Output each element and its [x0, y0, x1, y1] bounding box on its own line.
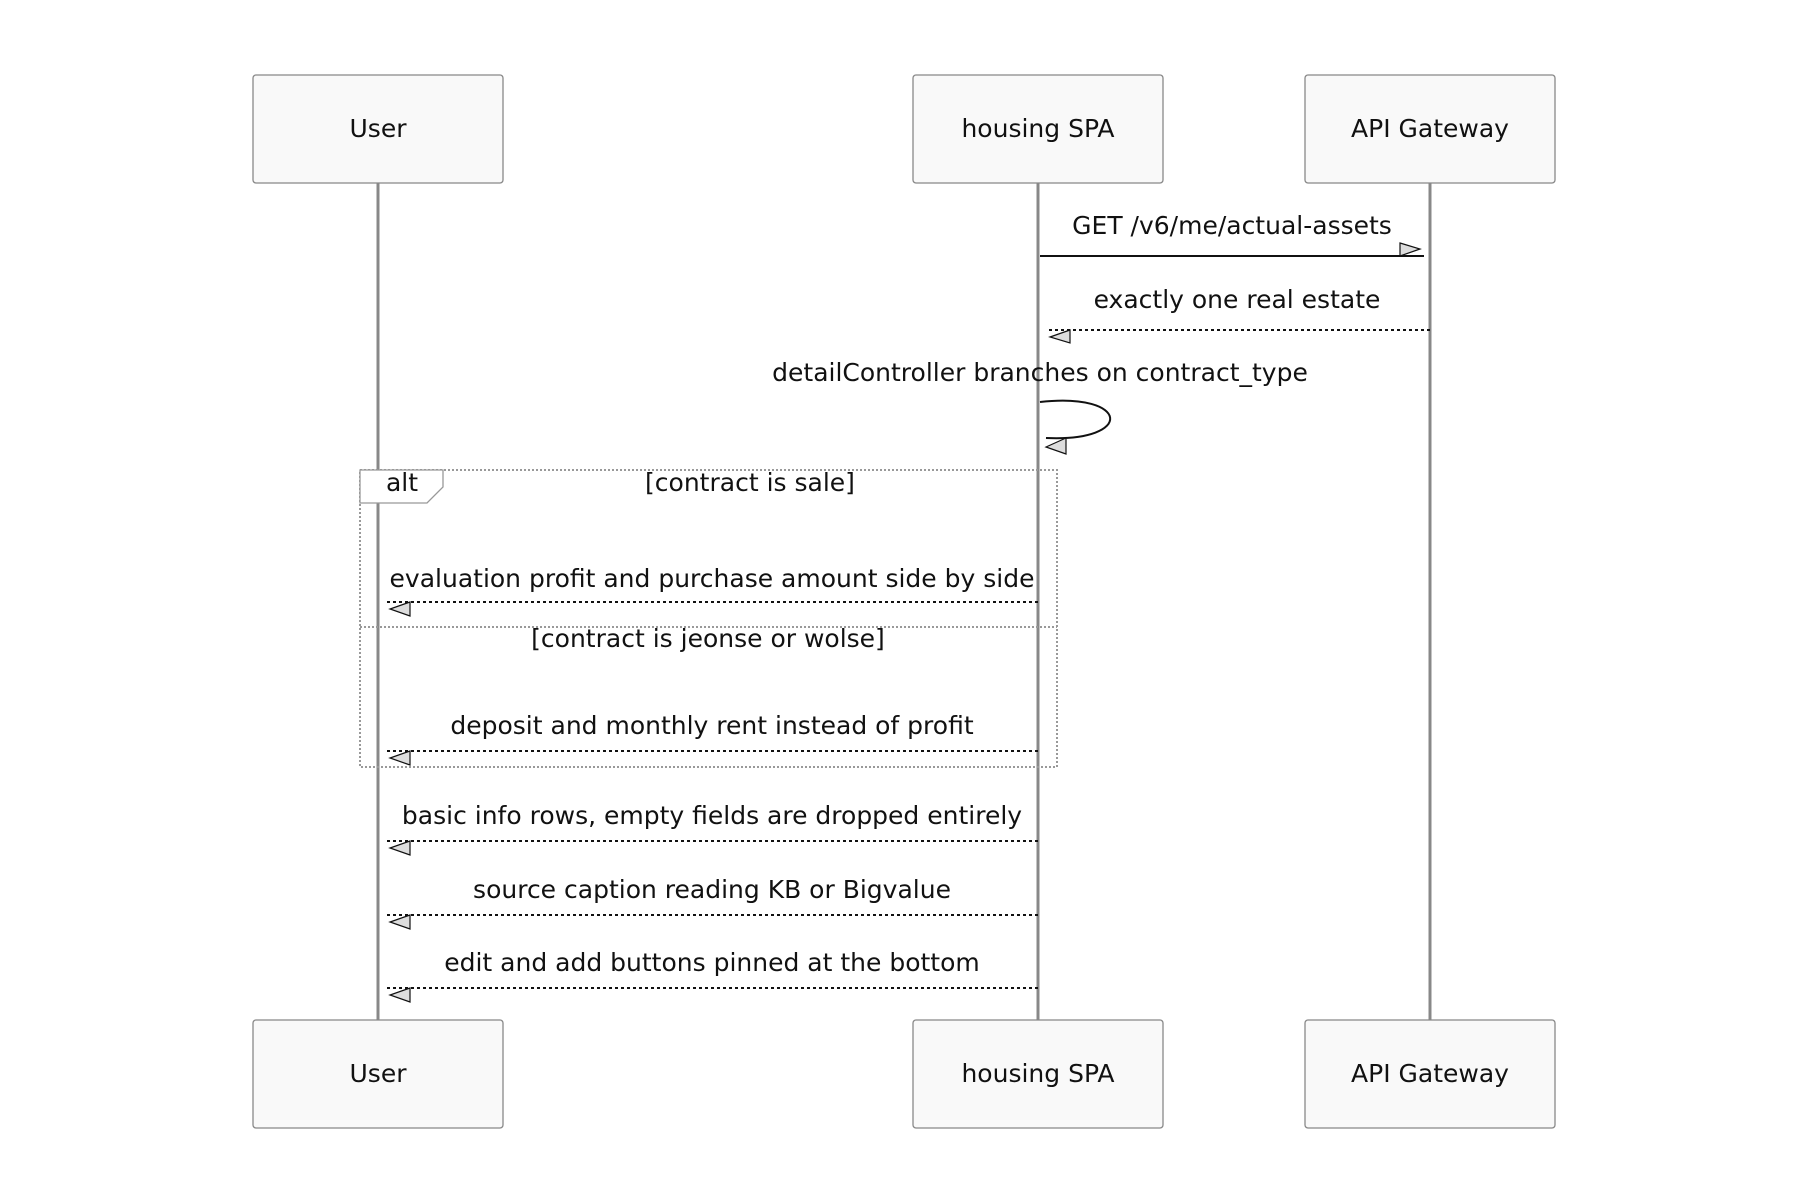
message-evaluation-profit: evaluation profit and purchase amount si…	[386, 564, 1038, 617]
message-exactly-one-real-estate-label: exactly one real estate	[1094, 285, 1381, 314]
actor-top-user-label: User	[350, 114, 408, 143]
message-get-actual-assets: GET /v6/me/actual-assets	[1040, 211, 1424, 257]
actor-top-user: User	[252, 74, 504, 184]
message-deposit-monthly-rent: deposit and monthly rent instead of prof…	[386, 711, 1038, 766]
actor-bottom-api-gateway: API Gateway	[1304, 1019, 1556, 1129]
actor-top-api-gateway-label: API Gateway	[1351, 114, 1509, 143]
arrowhead-right-icon	[1399, 242, 1422, 257]
actor-top-housing-spa: housing SPA	[912, 74, 1164, 184]
actor-top-housing-spa-label: housing SPA	[961, 114, 1114, 143]
arrowhead-self-icon	[1044, 437, 1067, 455]
message-detail-controller-branches: detailController branches on contract_ty…	[772, 358, 1308, 455]
message-source-caption: source caption reading KB or Bigvalue	[386, 875, 1038, 930]
actor-bottom-user-label: User	[350, 1059, 408, 1088]
message-evaluation-profit-label: evaluation profit and purchase amount si…	[390, 564, 1035, 593]
message-get-actual-assets-label: GET /v6/me/actual-assets	[1072, 211, 1392, 240]
actor-bottom-housing-spa-label: housing SPA	[961, 1059, 1114, 1088]
alt-frame-keyword: alt	[386, 468, 418, 497]
alt-condition-sale: [contract is sale]	[645, 468, 855, 497]
alt-frame-border	[359, 469, 1058, 768]
message-edit-add-buttons-label: edit and add buttons pinned at the botto…	[444, 948, 980, 977]
arrowhead-left-icon	[388, 750, 411, 766]
message-basic-info-rows-label: basic info rows, empty fields are droppe…	[402, 801, 1022, 830]
actor-bottom-housing-spa: housing SPA	[912, 1019, 1164, 1129]
message-deposit-monthly-rent-label: deposit and monthly rent instead of prof…	[450, 711, 973, 740]
message-exactly-one-real-estate: exactly one real estate	[1046, 285, 1430, 344]
arrowhead-left-icon	[1048, 329, 1071, 344]
message-edit-add-buttons: edit and add buttons pinned at the botto…	[386, 948, 1038, 1003]
actor-top-api-gateway: API Gateway	[1304, 74, 1556, 184]
message-detail-controller-branches-label: detailController branches on contract_ty…	[772, 358, 1308, 387]
alt-frame: alt [contract is sale] [contract is jeon…	[359, 468, 1058, 768]
actor-bottom-user: User	[252, 1019, 504, 1129]
alt-frame-tag	[359, 469, 444, 504]
actor-bottom-api-gateway-label: API Gateway	[1351, 1059, 1509, 1088]
arrowhead-left-icon	[388, 601, 411, 617]
arrowhead-left-icon	[388, 914, 411, 930]
message-source-caption-label: source caption reading KB or Bigvalue	[473, 875, 951, 904]
arrowhead-left-icon	[388, 987, 411, 1003]
message-basic-info-rows: basic info rows, empty fields are droppe…	[386, 801, 1038, 856]
alt-condition-jeonse-wolse: [contract is jeonse or wolse]	[531, 624, 885, 653]
arrowhead-left-icon	[388, 840, 411, 856]
